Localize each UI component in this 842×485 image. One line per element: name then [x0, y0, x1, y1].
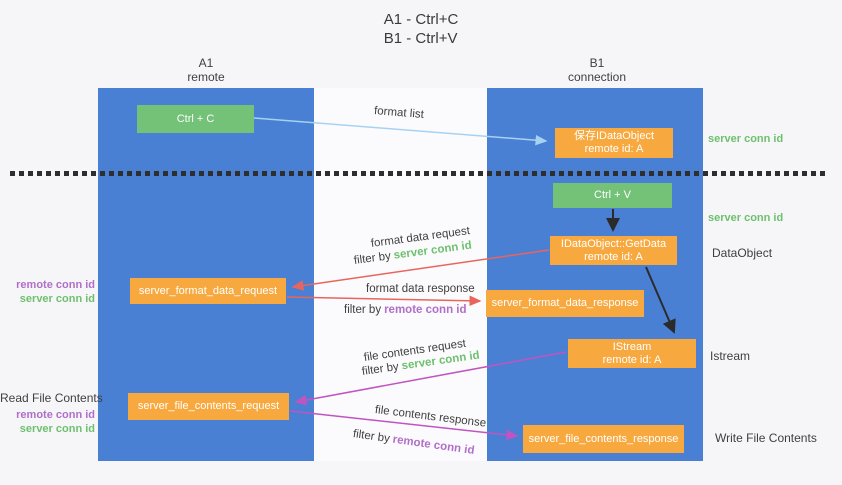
lane-a1-subtitle: remote: [187, 70, 225, 84]
center-band: [314, 88, 487, 461]
node-idataobject-getdata-line2: remote id: A: [584, 250, 643, 263]
remote-conn-id-label-1: remote conn id: [16, 279, 95, 291]
node-ctrl-c: Ctrl + C: [137, 105, 254, 133]
server-conn-id-label-mid: server conn id: [708, 212, 784, 224]
remote-conn-id-label-2: remote conn id: [16, 409, 95, 421]
node-istream: IStream remote id: A: [568, 339, 696, 368]
node-server-format-data-request-label: server_format_data_request: [138, 284, 278, 297]
istream-label: Istream: [710, 349, 751, 363]
server-conn-id-label-top: server conn id: [708, 133, 784, 145]
node-server-file-contents-request: server_file_contents_request: [128, 393, 289, 420]
node-idataobject-getdata-line1: IDataObject::GetData: [560, 237, 667, 250]
filter-by-text: filter by: [344, 304, 382, 316]
node-server-format-data-response-label: server_format_data_response: [491, 297, 639, 309]
dataobject-label: DataObject: [712, 246, 773, 260]
title-line-2: B1 - Ctrl+V: [383, 30, 458, 47]
node-ctrl-v: Ctrl + V: [553, 183, 672, 208]
label-format-data-response: format data response: [366, 283, 475, 295]
read-file-contents-label: Read File Contents: [0, 391, 103, 405]
node-ctrl-v-label: Ctrl + V: [594, 189, 631, 201]
lane-b1-header: B1 connection: [527, 56, 667, 84]
write-file-contents-label: Write File Contents: [715, 431, 817, 445]
remote-conn-id-text: remote conn id: [384, 304, 467, 316]
server-conn-id-label-left-2: server conn id: [19, 423, 95, 435]
title-line-1: A1 - Ctrl+C: [383, 11, 459, 28]
node-save-idataobject-line1: 保存IDataObject: [573, 130, 655, 142]
lane-a1-title: A1: [198, 56, 214, 70]
lane-b1-subtitle: connection: [567, 70, 627, 84]
lane-b1-title: B1: [589, 56, 605, 70]
node-idataobject-getdata: IDataObject::GetData remote id: A: [550, 236, 677, 265]
node-istream-line1: IStream: [612, 340, 652, 353]
node-server-file-contents-response: server_file_contents_response: [523, 425, 684, 453]
node-server-format-data-request: server_format_data_request: [130, 278, 286, 304]
node-server-file-contents-response-label: server_file_contents_response: [528, 432, 679, 445]
node-server-file-contents-request-label: server_file_contents_request: [137, 400, 280, 412]
diagram-title: A1 - Ctrl+C B1 - Ctrl+V: [0, 10, 842, 48]
node-istream-line2: remote id: A: [602, 353, 662, 366]
dotted-separator-line: [10, 171, 825, 176]
lane-a1-header: A1 remote: [136, 56, 276, 84]
node-ctrl-c-label: Ctrl + C: [176, 112, 215, 125]
node-save-idataobject-line2: remote id: A: [584, 143, 644, 155]
node-server-format-data-response: server_format_data_response: [486, 290, 644, 317]
server-conn-id-label-left-1: server conn id: [19, 293, 95, 305]
node-save-idataobject: 保存IDataObject remote id: A: [555, 128, 673, 158]
